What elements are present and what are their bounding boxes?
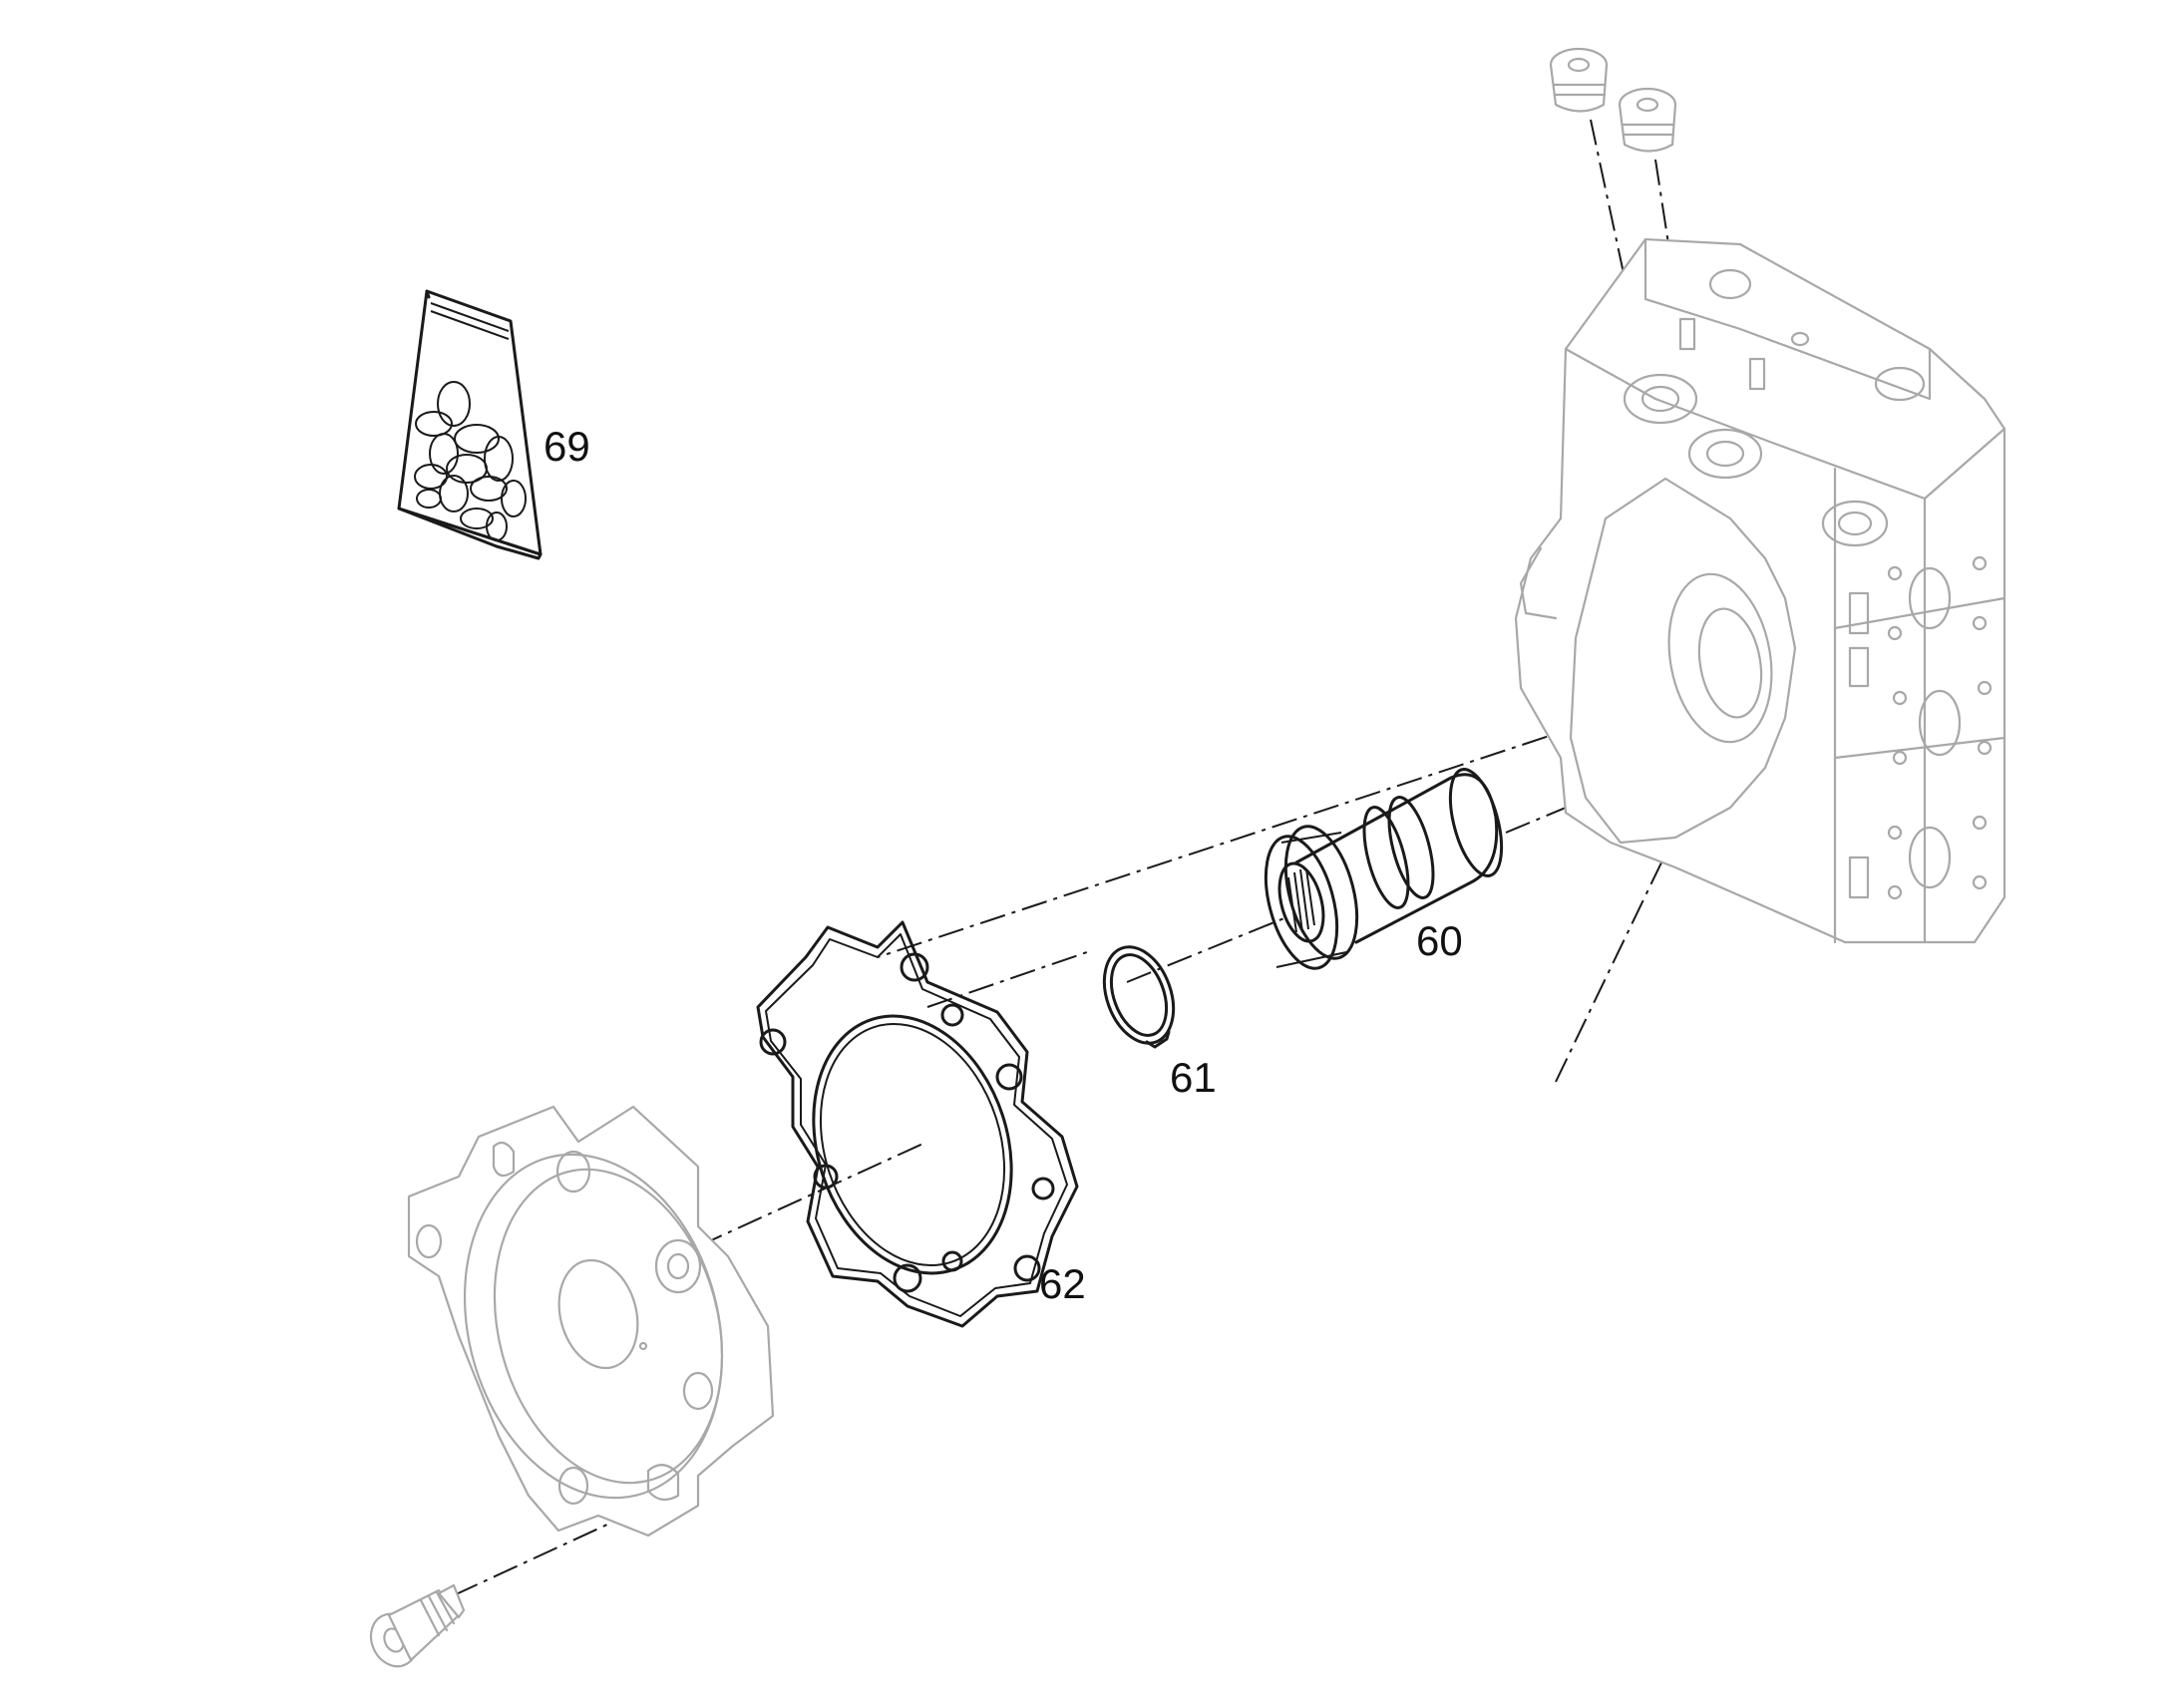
port [1623, 373, 1698, 425]
housing-edge [1564, 347, 2006, 501]
spline-lines [1287, 868, 1315, 933]
port [1708, 268, 1752, 300]
parts-bag-icon[interactable] [397, 289, 543, 560]
marking-tag [1678, 317, 1696, 351]
port [1640, 385, 1680, 413]
gasket-hole [995, 1063, 1023, 1091]
shaft-coupling-icon[interactable] [1253, 764, 1511, 976]
ring-outer [1102, 945, 1176, 1045]
axis-line [1555, 667, 1756, 1083]
axis-line [697, 1141, 928, 1247]
marking-tag [1848, 855, 1870, 899]
port [1837, 511, 1873, 536]
cover-hole [557, 1466, 589, 1506]
bag-bottom [397, 507, 543, 560]
axis-line [926, 951, 1088, 1008]
port [1908, 826, 1952, 889]
retaining-ring-icon[interactable] [1092, 937, 1186, 1053]
gasket-bore-bead [819, 1022, 1006, 1267]
gasket-hole [941, 1250, 963, 1272]
cover-lug [492, 1141, 516, 1178]
housing-edge [1643, 237, 1932, 401]
o-ring-pile [414, 381, 527, 541]
gasket-hole [1031, 1177, 1055, 1200]
cover-hole [415, 1223, 443, 1259]
housing-flange [1569, 477, 1797, 845]
port [1821, 500, 1889, 547]
pump-housing-icon [1514, 237, 2006, 944]
gasket-icon[interactable] [756, 920, 1079, 1328]
axis-line [1126, 916, 1287, 983]
bag-seal [425, 289, 431, 299]
coupling-gear-face [1264, 835, 1339, 970]
coupling-groove [1387, 796, 1435, 899]
gasket-hole [1013, 1254, 1041, 1282]
housing-edge [1833, 596, 2006, 630]
cover-bore [557, 1258, 639, 1370]
port [1687, 428, 1763, 480]
housing-bore-inner [1697, 607, 1763, 719]
gasket-hole [813, 1164, 839, 1190]
coupling-spline-bore [1277, 861, 1325, 943]
port [1705, 440, 1745, 468]
ring-inner [1109, 953, 1169, 1037]
cover-lug [646, 1464, 680, 1502]
gasket-hole [759, 1028, 787, 1056]
housing-edge [1833, 736, 2006, 760]
gasket-hole [940, 1003, 964, 1027]
callout-62[interactable]: 62 [1039, 1260, 1086, 1307]
coupling-gear [1283, 825, 1359, 960]
bag-seal [430, 302, 510, 332]
marking-tag [1748, 357, 1766, 391]
marking-tag [1848, 591, 1870, 635]
gasket-hole [893, 1263, 922, 1293]
cover-body [407, 1105, 775, 1537]
port [1790, 331, 1810, 347]
gear-teeth-edge [1275, 832, 1347, 968]
coupling-groove [1362, 806, 1410, 909]
callout-60[interactable]: 60 [1416, 917, 1463, 964]
port [1918, 689, 1962, 757]
housing-body [1514, 237, 2006, 944]
cover-face-inner [493, 1168, 724, 1485]
port [1874, 366, 1926, 402]
gasket-hole [900, 952, 929, 982]
plug-screw-icon [1549, 47, 1609, 113]
callout-61[interactable]: 61 [1170, 1054, 1217, 1101]
housing-lug [1519, 546, 1558, 620]
cap-screw-icon [369, 1583, 466, 1668]
coupling-end [1448, 768, 1504, 877]
gasket-outline [756, 920, 1079, 1328]
cover-hole [682, 1371, 714, 1411]
cover-boss [654, 1238, 702, 1294]
housing-bore [1667, 572, 1773, 744]
flange-cover-icon [407, 1105, 775, 1537]
ring-gap [1145, 1030, 1171, 1049]
bag-seal [430, 310, 510, 340]
port [1908, 566, 1952, 630]
callout-69[interactable]: 69 [544, 423, 590, 470]
cover-hole [555, 1150, 591, 1194]
marking-tag [1848, 646, 1870, 688]
plug-screw-icon [1618, 87, 1677, 153]
